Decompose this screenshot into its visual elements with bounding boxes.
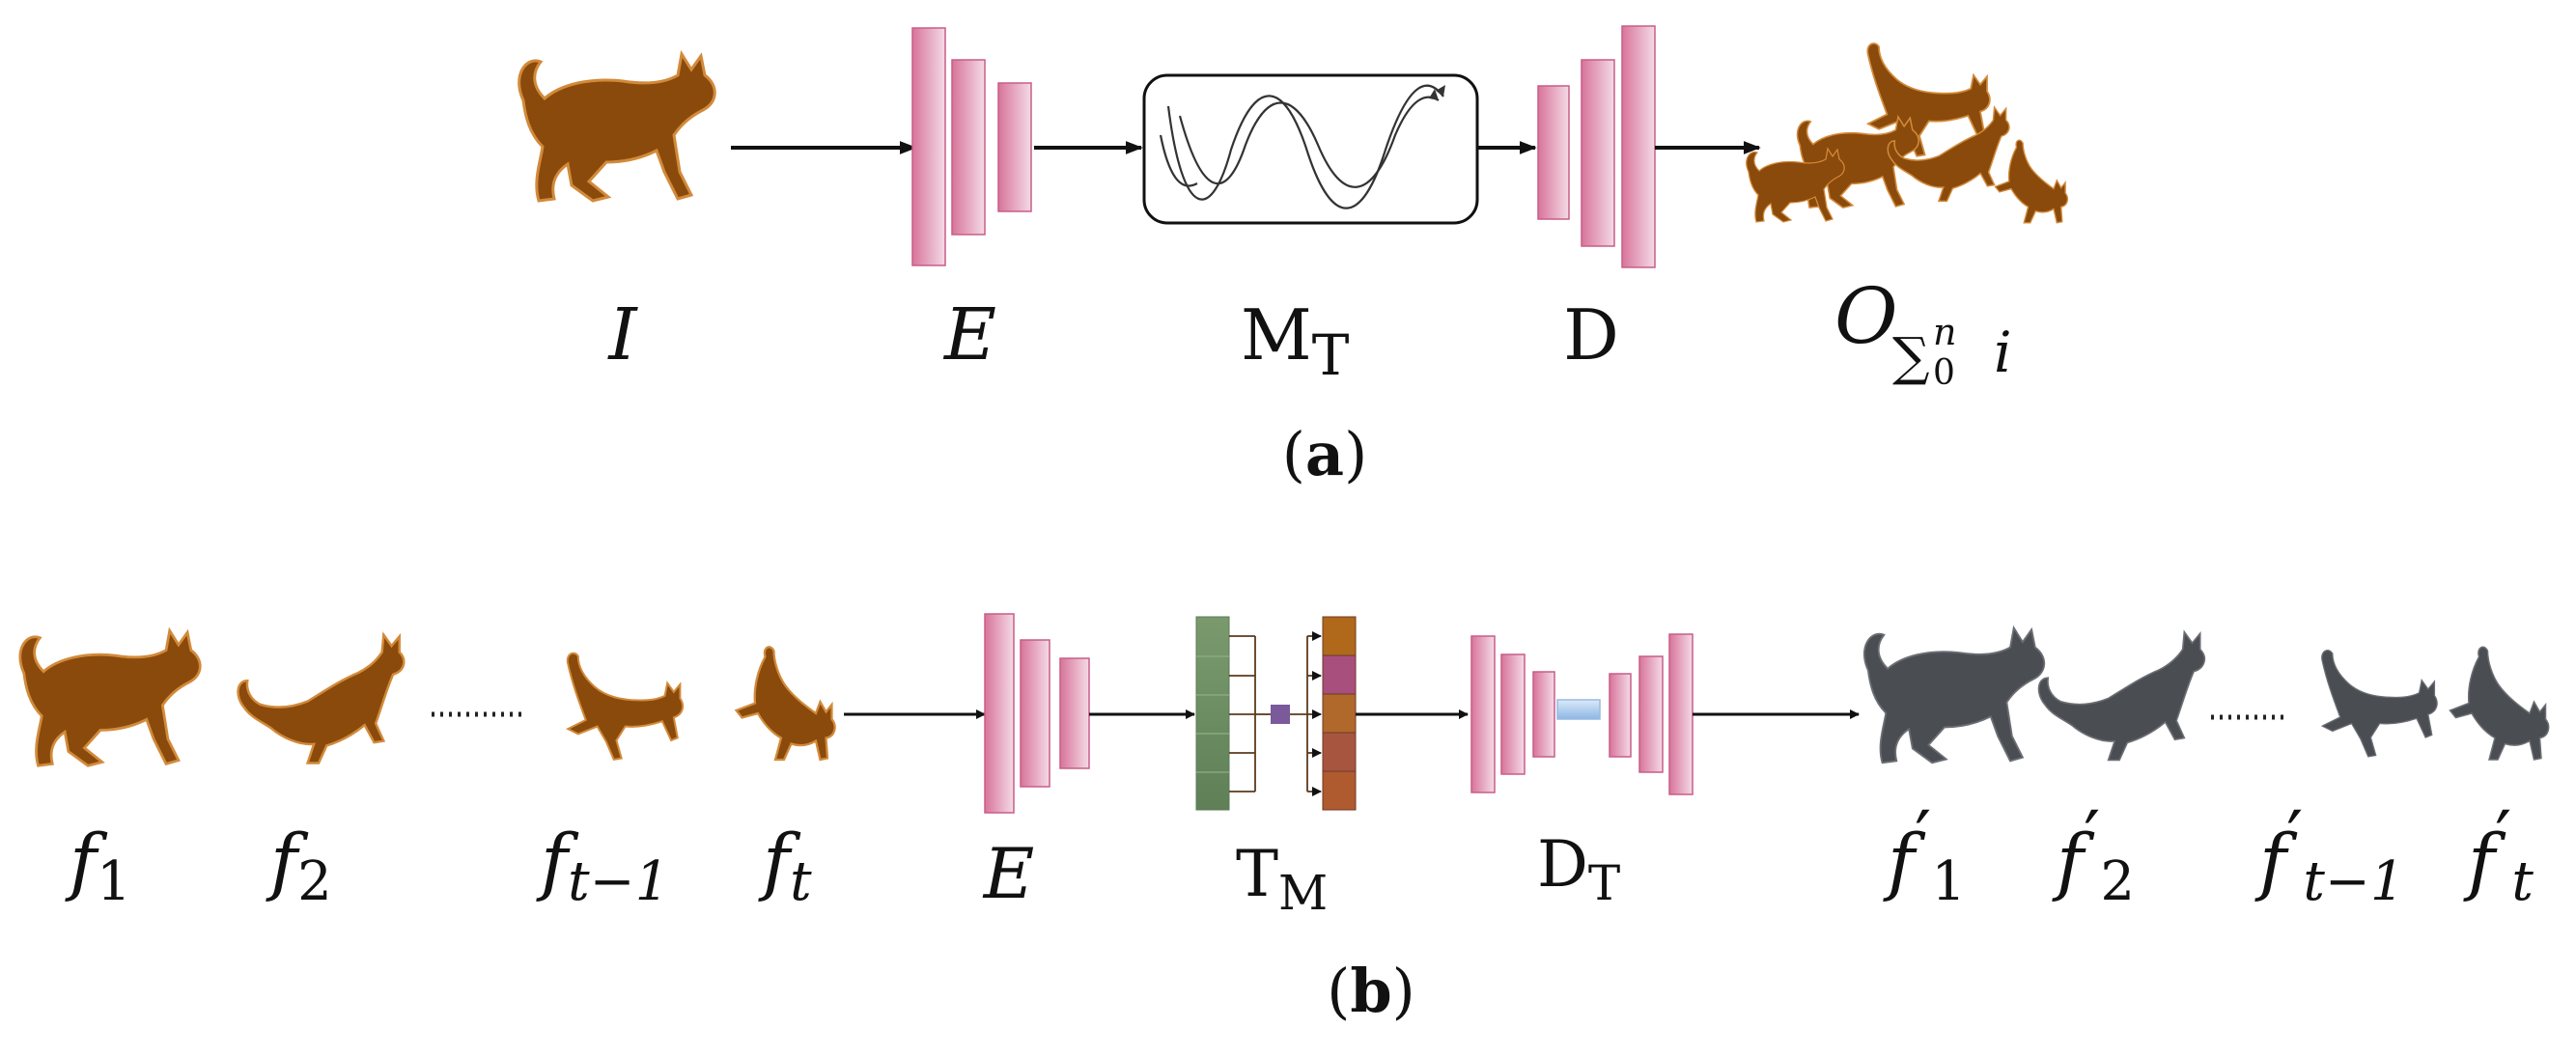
sine-wave-icon (1159, 84, 1444, 209)
svg-text:0: 0 (1933, 353, 1955, 393)
output-frame-1-cat-walking-icon (1862, 626, 2046, 764)
output-cat-stack-icon (1746, 42, 2069, 224)
token-fanout (1290, 631, 1322, 796)
motion-module-box (1142, 73, 1479, 225)
output-frame-2-cat-stretching-icon (2037, 630, 2206, 762)
label-encoder: E (942, 293, 996, 376)
label-ft: ft (758, 818, 812, 913)
latent-bottleneck (1556, 699, 1601, 720)
svg-text:i: i (1994, 320, 2012, 385)
label-motion-sub: T (1312, 322, 1350, 388)
label-ft-1: ft−1 (536, 818, 669, 913)
token-connections (1229, 635, 1271, 792)
frame-2-cat-stretching-icon (237, 633, 406, 764)
svg-text:∑: ∑ (1892, 326, 1930, 387)
label-f2: f2 (266, 818, 332, 913)
label-fpt: f′t (2463, 794, 2534, 913)
transformer-output-tokens (1322, 616, 1357, 811)
frame-1-cat-walking-icon (18, 628, 202, 767)
caption-a: (a) (1282, 419, 1368, 489)
attention-core (1271, 705, 1290, 724)
output-frame-t-1-cat-leaping-icon (2321, 650, 2438, 758)
label-input: I (606, 293, 638, 376)
encoder-layers (911, 27, 1032, 266)
label-f1: f1 (65, 818, 131, 913)
decoder-b-layers (1470, 633, 1694, 795)
label-transformer: TM (1236, 837, 1328, 921)
label-fpt-1: f′t−1 (2254, 794, 2404, 913)
output-frames (1862, 626, 2550, 764)
svg-text:O: O (1834, 271, 1898, 361)
label-decoder: D (1563, 294, 1619, 375)
label-encoder-b: E (982, 833, 1035, 914)
frame-t-1-cat-leaping-icon (566, 652, 685, 761)
frame-t-cat-jumping-icon (735, 646, 836, 762)
label-output: O ∑ 0 n i (1834, 271, 2012, 393)
input-cat-icon (518, 52, 716, 203)
input-frame-labels: f1 f2 ft−1 ft (65, 818, 812, 913)
encoder-b-layers (984, 613, 1090, 814)
panel-b: f1 f2 ft−1 ft E TM DT f′1 f′2 f′t−1 f′t … (18, 613, 2550, 1026)
panel-a: I E MT D O ∑ 0 n i (a) (518, 25, 2069, 489)
label-fp1: f′1 (1883, 794, 1966, 913)
output-frame-labels: f′1 f′2 f′t−1 f′t (1883, 794, 2534, 913)
caption-b: (b) (1327, 956, 1415, 1026)
label-motion-base: M (1241, 294, 1312, 375)
output-frame-t-cat-jumping-icon (2449, 646, 2550, 761)
transformer-input-tokens (1195, 616, 1230, 811)
label-fp2: f′2 (2052, 794, 2135, 913)
svg-text:n: n (1933, 311, 1956, 353)
decoder-layers (1537, 25, 1656, 268)
label-motion-module: MT (1241, 294, 1350, 388)
label-decoder-b: DT (1537, 827, 1620, 911)
input-frames (18, 628, 836, 767)
